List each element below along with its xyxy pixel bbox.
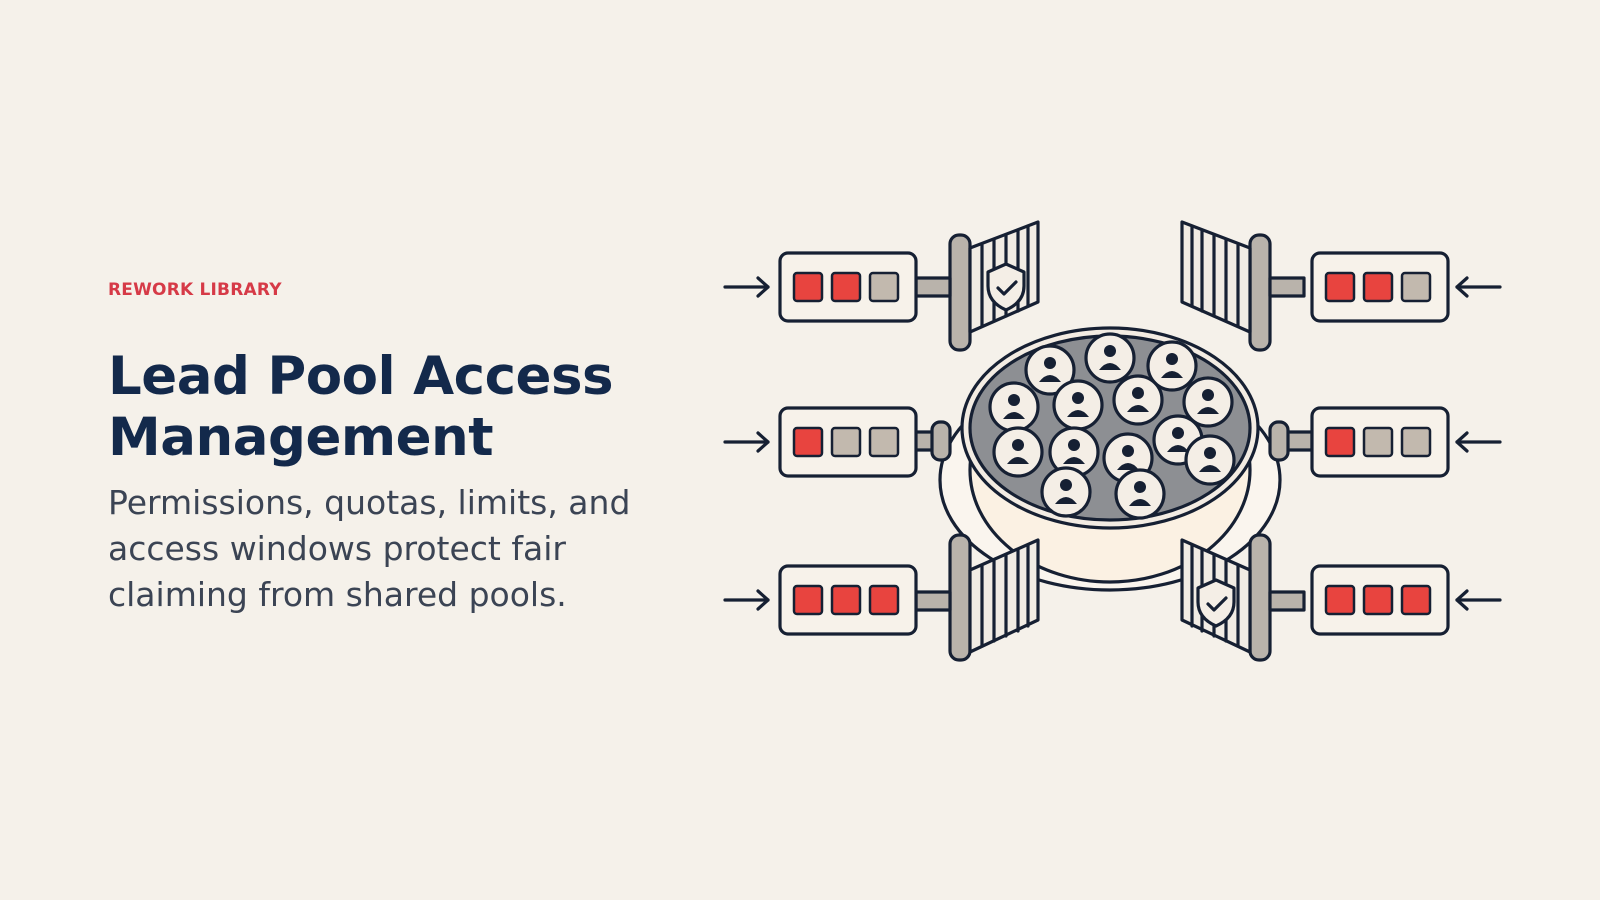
quota-slot-used bbox=[1324, 584, 1356, 616]
quota-slot-free bbox=[1362, 426, 1394, 458]
gate-top-right bbox=[1180, 220, 1272, 352]
gate-top-left bbox=[948, 220, 1040, 352]
connector-middle-right bbox=[1268, 420, 1314, 462]
person-icon bbox=[1024, 344, 1076, 396]
person-icon bbox=[992, 426, 1044, 478]
person-icon bbox=[1146, 340, 1198, 392]
quota-slot-free bbox=[1400, 271, 1432, 303]
person-icon bbox=[1114, 468, 1166, 520]
quota-slot-used bbox=[868, 584, 900, 616]
person-icon bbox=[1040, 466, 1092, 518]
arrow-right-icon bbox=[723, 276, 770, 298]
quota-slot-free bbox=[868, 426, 900, 458]
lead-pool-illustration bbox=[723, 220, 1502, 662]
incoming-arrows bbox=[723, 276, 1502, 611]
person-icon bbox=[1112, 374, 1164, 426]
person-icon bbox=[988, 381, 1040, 433]
quota-slot-used bbox=[1324, 426, 1356, 458]
arrow-right-icon bbox=[723, 431, 770, 453]
quota-slot-free bbox=[1400, 426, 1432, 458]
arrow-left-icon bbox=[1455, 431, 1502, 453]
pool-members bbox=[988, 332, 1236, 520]
quota-slot-used bbox=[1362, 584, 1394, 616]
quota-slot-free bbox=[868, 271, 900, 303]
quota-slot-used bbox=[830, 584, 862, 616]
arrow-left-icon bbox=[1455, 276, 1502, 298]
person-icon bbox=[1084, 332, 1136, 384]
person-icon bbox=[1052, 379, 1104, 431]
quota-slot-free bbox=[830, 426, 862, 458]
shield-check-icon bbox=[986, 262, 1026, 312]
quota-slot-used bbox=[1400, 584, 1432, 616]
eyebrow-label: REWORK LIBRARY bbox=[108, 280, 282, 300]
intro-text: REWORK LIBRARY Lead Pool Access Manageme… bbox=[108, 280, 708, 618]
quota-slot-used bbox=[830, 271, 862, 303]
quota-slot-used bbox=[1362, 271, 1394, 303]
gate-bottom-left bbox=[948, 533, 1040, 662]
shield-check-icon bbox=[1196, 578, 1236, 628]
quota-slot-used bbox=[792, 584, 824, 616]
page-subtitle: Permissions, quotas, limits, and access … bbox=[108, 483, 631, 614]
quota-slot-used bbox=[792, 426, 824, 458]
arrow-left-icon bbox=[1455, 589, 1502, 611]
quota-slot-used bbox=[1324, 271, 1356, 303]
person-icon bbox=[1184, 434, 1236, 486]
quota-panels bbox=[778, 251, 1450, 636]
page-title: Lead Pool Access Management bbox=[108, 346, 614, 468]
quota-slot-used bbox=[792, 271, 824, 303]
person-icon bbox=[1182, 376, 1234, 428]
arrow-right-icon bbox=[723, 589, 770, 611]
